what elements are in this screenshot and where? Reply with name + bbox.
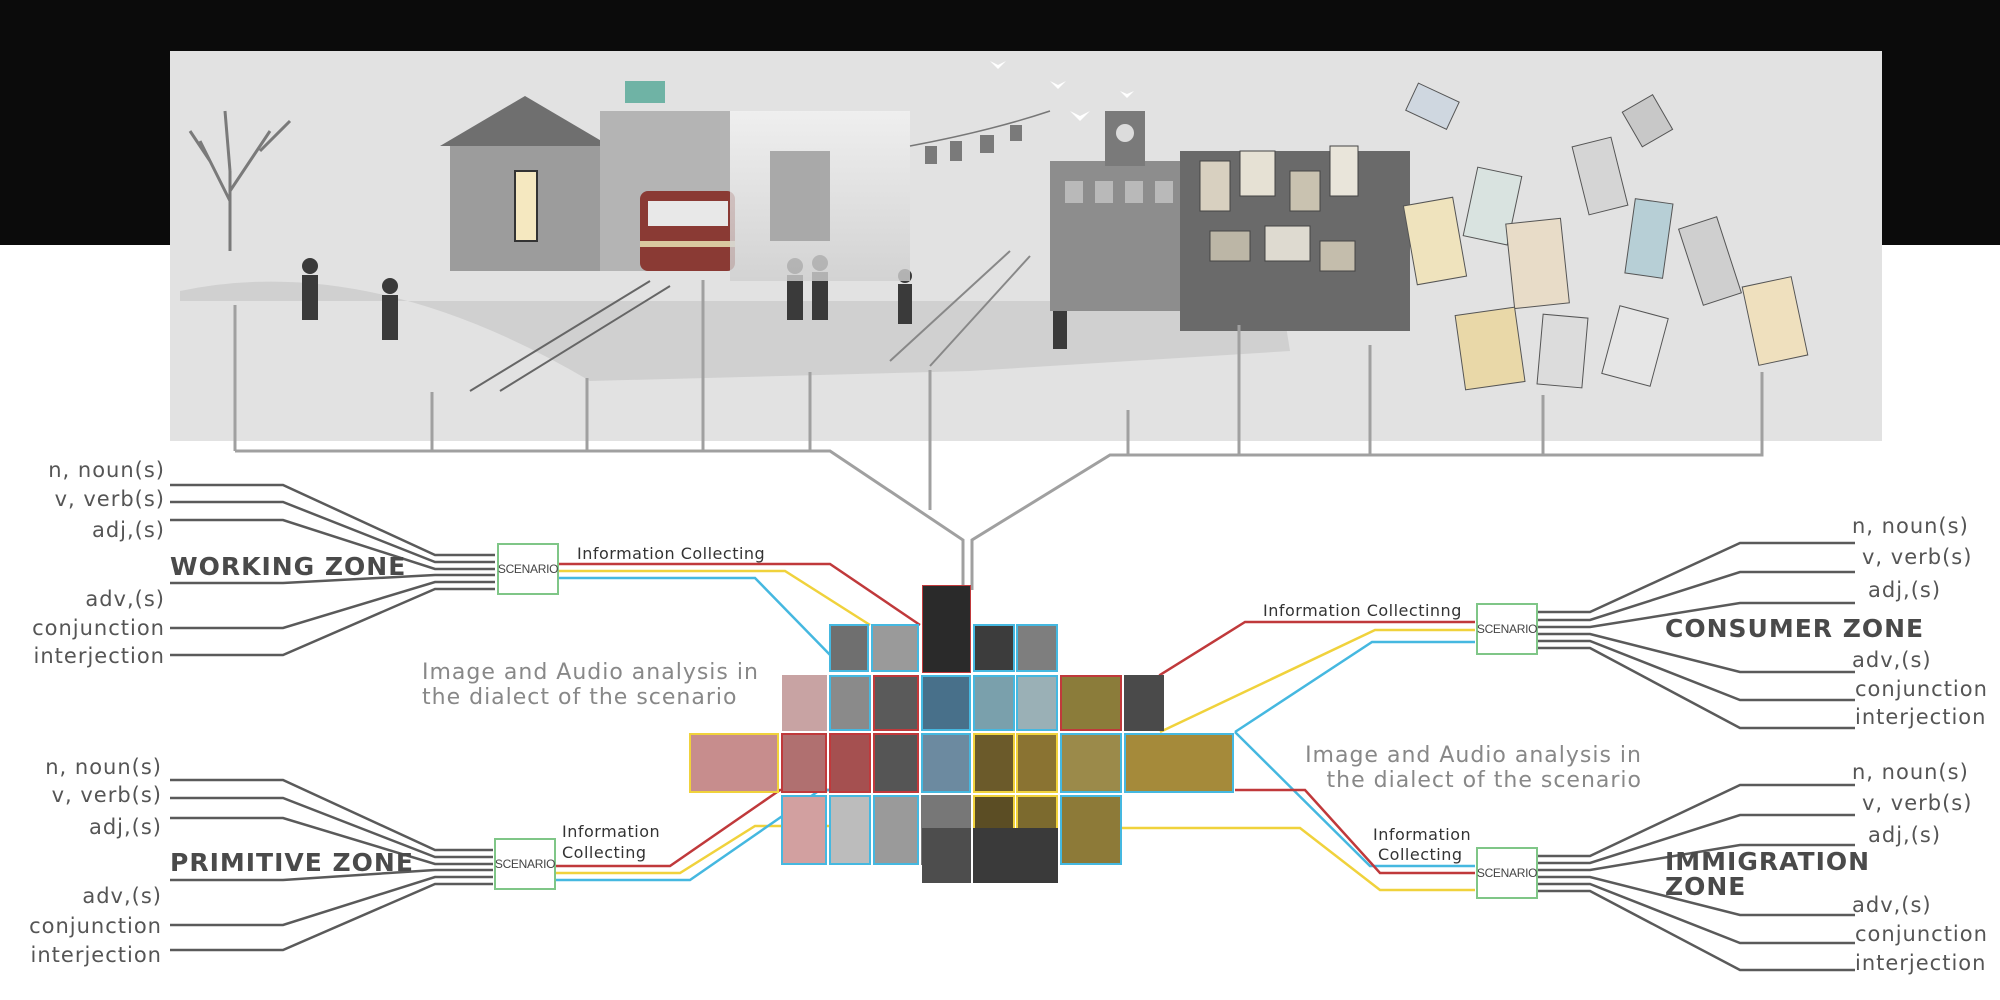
shop-sign xyxy=(514,170,538,242)
tile-photo xyxy=(973,675,1015,731)
label-conjunction: conjunction xyxy=(1855,677,1988,701)
tile-yellow-photo xyxy=(1060,675,1122,731)
label-interjection: interjection xyxy=(33,644,165,668)
tile-photo xyxy=(1016,624,1058,672)
label-verb: v, verb(s) xyxy=(1862,791,1973,815)
building-block xyxy=(770,151,830,241)
street-sign xyxy=(625,81,665,103)
analysis-text-right: Image and Audio analysis in the dialect … xyxy=(1305,743,1642,793)
label-adjective: adj,(s) xyxy=(91,518,165,542)
tile-yellow-photo xyxy=(973,733,1015,793)
info-collecting-primitive-line2: Collecting xyxy=(562,843,647,862)
consumer-zone-fan xyxy=(1537,541,1855,730)
label-noun: n, noun(s) xyxy=(1852,760,1969,784)
label-conjunction: conjunction xyxy=(32,616,165,640)
info-collecting-working: Information Collecting xyxy=(577,544,766,563)
tile-photo xyxy=(921,675,971,731)
label-conjunction: conjunction xyxy=(1855,922,1988,946)
working-zone-title: WORKING ZONE xyxy=(170,552,407,581)
info-collecting-immigration-line2: Collecting xyxy=(1378,845,1463,864)
label-interjection: interjection xyxy=(1855,951,1987,975)
tile-yellow-photo xyxy=(1016,733,1058,793)
tile-photo xyxy=(871,624,919,672)
tile-photo xyxy=(1124,675,1164,731)
rail-tracks-2 xyxy=(889,250,1031,367)
label-adjective: adj,(s) xyxy=(88,815,162,839)
label-verb: v, verb(s) xyxy=(51,783,162,807)
tile-photo xyxy=(829,733,871,793)
label-noun: n, noun(s) xyxy=(45,755,162,779)
tile-photo xyxy=(921,733,971,793)
ground-shape xyxy=(180,281,1290,381)
tram-illustration xyxy=(640,191,735,271)
scenario-box-immigration: SCENARIO xyxy=(1476,847,1538,899)
scenario-box-working: SCENARIO xyxy=(497,543,559,595)
tile-photo xyxy=(781,795,827,865)
info-collecting-consumer: Information Collectinng xyxy=(1263,601,1462,620)
label-adverb: adv,(s) xyxy=(1852,893,1932,917)
label-adverb: adv,(s) xyxy=(85,587,165,611)
tile-photo xyxy=(829,795,871,865)
collage-drop-lines xyxy=(233,280,1764,590)
label-adverb: adv,(s) xyxy=(1852,648,1932,672)
immigration-zone-title-line2: ZONE xyxy=(1665,872,1747,901)
building-roof xyxy=(440,96,610,146)
label-verb: v, verb(s) xyxy=(54,487,165,511)
laundry-line xyxy=(909,110,1051,147)
label-verb: v, verb(s) xyxy=(1862,545,1973,569)
birds xyxy=(990,61,1134,121)
tile-photo xyxy=(829,675,871,731)
immigration-zone-fan xyxy=(1537,783,1855,972)
label-adjective: adj,(s) xyxy=(1868,578,1942,602)
info-collecting-primitive-line1: Information xyxy=(562,822,661,841)
tile-photo xyxy=(873,675,919,731)
label-noun: n, noun(s) xyxy=(1852,514,1969,538)
analysis-text-left: Image and Audio analysis in the dialect … xyxy=(422,660,759,710)
tile-photo xyxy=(973,828,1058,883)
tile-photo xyxy=(829,624,869,672)
primitive-zone-title: PRIMITIVE ZONE xyxy=(170,848,414,877)
colored-connectors xyxy=(556,562,1475,892)
flying-posters xyxy=(1402,82,1809,391)
tile-tower xyxy=(922,585,971,673)
label-interjection: interjection xyxy=(1855,705,1987,729)
primitive-zone-fan xyxy=(170,778,493,952)
tile-photo xyxy=(781,733,827,793)
tile-photo xyxy=(973,624,1015,672)
scenario-box-primitive: SCENARIO xyxy=(494,838,556,890)
rail-tracks xyxy=(469,280,671,392)
info-collecting-immigration-line1: Information xyxy=(1373,825,1472,844)
scenario-box-consumer: SCENARIO xyxy=(1476,603,1538,655)
shop-boards xyxy=(1199,145,1359,272)
laundry-clothes xyxy=(925,125,1022,164)
tile-pavilion xyxy=(1124,733,1234,793)
tile-red-facade xyxy=(689,733,779,793)
tile-photo xyxy=(873,795,919,865)
immigration-zone-title-line1: IMMIGRATION xyxy=(1665,847,1871,876)
label-noun: n, noun(s) xyxy=(48,458,165,482)
consumer-zone-title: CONSUMER ZONE xyxy=(1665,614,1925,643)
label-conjunction: conjunction xyxy=(29,914,162,938)
tile-photo xyxy=(873,733,919,793)
label-adverb: adv,(s) xyxy=(82,884,162,908)
label-adjective: adj,(s) xyxy=(1868,823,1942,847)
street-collage-panel xyxy=(170,51,1882,441)
collage-illustration xyxy=(180,61,1809,392)
tile-yellow-photo xyxy=(1060,795,1122,865)
tile-yellow-photo xyxy=(1060,733,1122,793)
tile-red-building xyxy=(782,675,827,731)
working-zone-fan xyxy=(170,483,495,657)
tree-sketch xyxy=(188,110,292,251)
label-interjection: interjection xyxy=(30,943,162,967)
tile-photo xyxy=(1016,675,1058,731)
tile-photo xyxy=(922,828,971,883)
